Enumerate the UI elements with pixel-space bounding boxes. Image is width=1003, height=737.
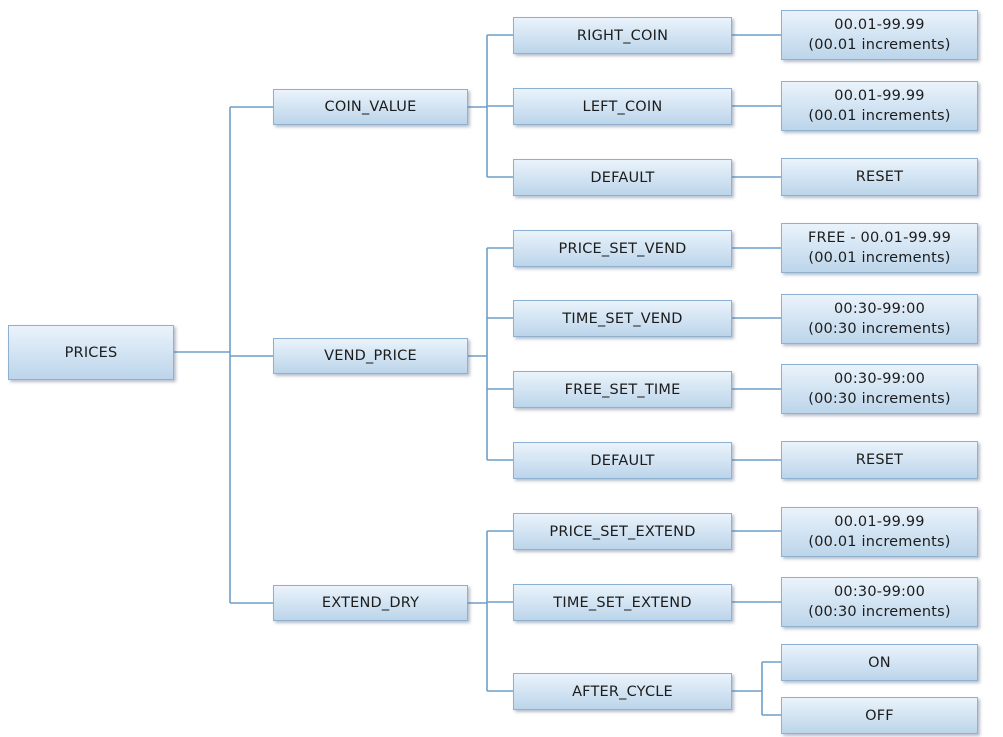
right-coin-range-text: 00.01-99.99 xyxy=(834,17,925,33)
node-after-cycle: AFTER_CYCLE xyxy=(513,673,732,710)
node-after-cycle-label: AFTER_CYCLE xyxy=(572,683,673,700)
node-prices: PRICES xyxy=(8,325,174,380)
node-vend-price-label: VEND_PRICE xyxy=(324,348,417,364)
left-coin-increments-text: (00.01 increments) xyxy=(808,108,951,124)
node-price-set-vend-label: PRICE_SET_VEND xyxy=(558,240,687,257)
node-left-coin: LEFT_COIN xyxy=(513,88,732,125)
node-coin-value-default-label: DEFAULT xyxy=(590,169,655,186)
node-coin-value-reset: RESET xyxy=(781,158,978,196)
coin-value-reset-text: RESET xyxy=(855,169,904,185)
node-right-coin-range: 00.01-99.99 (00.01 increments) xyxy=(781,10,978,60)
node-price-set-extend-range: 00.01-99.99 (00.01 increments) xyxy=(781,507,978,557)
node-time-set-vend: TIME_SET_VEND xyxy=(513,300,732,337)
time-set-extend-range-text: 00:30-99:00 xyxy=(833,584,925,600)
node-prices-label: PRICES xyxy=(64,344,118,361)
node-time-set-extend: TIME_SET_EXTEND xyxy=(513,584,732,621)
node-time-set-extend-label: TIME_SET_EXTEND xyxy=(553,594,692,611)
node-vend-price-default: DEFAULT xyxy=(513,442,732,479)
free-set-time-increments-text: (00:30 increments) xyxy=(808,391,951,407)
vend-price-reset-text: RESET xyxy=(855,452,904,468)
price-set-vend-increments-text: (00.01 increments) xyxy=(808,250,951,266)
node-time-set-vend-range: 00:30-99:00 (00:30 increments) xyxy=(781,294,978,344)
node-free-set-time-range: 00:30-99:00 (00:30 increments) xyxy=(781,364,978,414)
right-coin-increments-text: (00.01 increments) xyxy=(808,37,951,53)
node-right-coin-label: RIGHT_COIN xyxy=(576,27,669,44)
node-coin-value-default: DEFAULT xyxy=(513,159,732,196)
node-after-cycle-off: OFF xyxy=(781,697,978,734)
after-cycle-on-text: ON xyxy=(868,654,891,671)
node-after-cycle-on: ON xyxy=(781,644,978,681)
node-extend-dry-label: EXTEND_DRY xyxy=(321,595,420,611)
time-set-vend-increments-text: (00:30 increments) xyxy=(808,321,951,337)
node-time-set-vend-label: TIME_SET_VEND xyxy=(562,310,683,327)
node-vend-price-reset: RESET xyxy=(781,441,978,479)
time-set-vend-range-text: 00:30-99:00 xyxy=(833,301,925,317)
free-set-time-range-text: 00:30-99:00 xyxy=(833,371,925,387)
price-set-vend-range-text: FREE - 00.01-99.99 xyxy=(807,230,952,246)
node-coin-value: COIN_VALUE xyxy=(273,89,468,125)
left-coin-range-text: 00.01-99.99 xyxy=(834,88,925,104)
node-price-set-extend: PRICE_SET_EXTEND xyxy=(513,513,732,550)
node-price-set-extend-label: PRICE_SET_EXTEND xyxy=(549,523,696,540)
price-set-extend-increments-text: (00.01 increments) xyxy=(808,534,951,550)
node-right-coin: RIGHT_COIN xyxy=(513,17,732,54)
node-vend-price-default-label: DEFAULT xyxy=(590,452,655,469)
node-coin-value-label: COIN_VALUE xyxy=(324,99,417,115)
node-price-set-vend: PRICE_SET_VEND xyxy=(513,230,732,267)
node-free-set-time: FREE_SET_TIME xyxy=(513,371,732,408)
node-left-coin-label: LEFT_COIN xyxy=(582,98,663,115)
node-vend-price: VEND_PRICE xyxy=(273,338,468,374)
time-set-extend-increments-text: (00:30 increments) xyxy=(808,604,951,620)
node-free-set-time-label: FREE_SET_TIME xyxy=(564,381,681,398)
node-extend-dry: EXTEND_DRY xyxy=(273,585,468,621)
price-set-extend-range-text: 00.01-99.99 xyxy=(834,514,925,530)
node-left-coin-range: 00.01-99.99 (00.01 increments) xyxy=(781,81,978,131)
node-price-set-vend-range: FREE - 00.01-99.99 (00.01 increments) xyxy=(781,223,978,273)
after-cycle-off-text: OFF xyxy=(865,707,894,724)
node-time-set-extend-range: 00:30-99:00 (00:30 increments) xyxy=(781,577,978,627)
